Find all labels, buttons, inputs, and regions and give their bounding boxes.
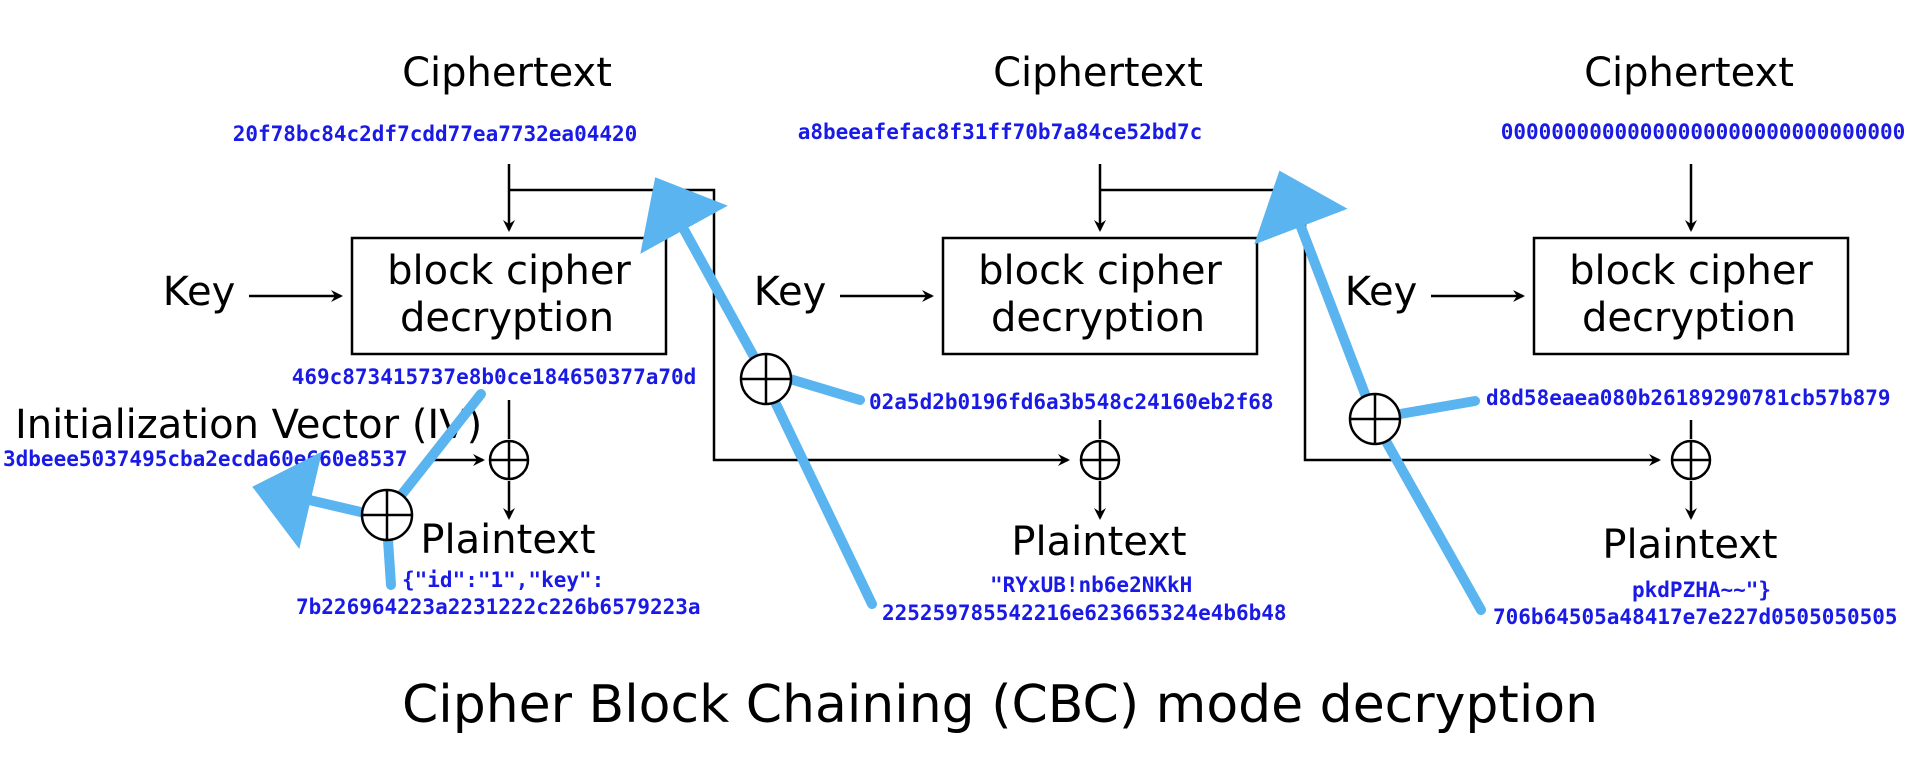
diagram-title: Cipher Block Chaining (CBC) mode decrypt…	[402, 675, 1598, 735]
iv-hex: 3dbeee5037495cba2ecda60e660e8537	[3, 447, 408, 471]
ciphertext-hex-3: 00000000000000000000000000000000	[1501, 120, 1906, 144]
plaintext-hex-3: 706b64505a48417e7e227d0505050505	[1493, 605, 1898, 629]
block-cipher-label-3: block cipher	[978, 248, 1222, 294]
blue-arrow-decrypted-1	[383, 389, 486, 517]
decrypted-hex-1: 469c873415737e8b0ce184650377a70d	[292, 365, 697, 389]
blue-arrow-to-ciphertext-1	[640, 177, 758, 360]
block-cipher-label-5: block cipher	[1569, 248, 1813, 294]
block-cipher-label-1: block cipher	[387, 248, 631, 294]
chain-wire-2	[1100, 188, 1661, 466]
ciphertext-label-1: Ciphertext	[402, 50, 612, 96]
iv-label: Initialization Vector (IV)	[15, 402, 482, 448]
block-cipher-label-4: decryption	[991, 295, 1205, 341]
blue-arrow-to-iv	[252, 451, 370, 550]
blue-arrow-decrypted-3	[1395, 396, 1480, 419]
chain-wire-1	[509, 188, 1070, 466]
ciphertext-label-2: Ciphertext	[993, 50, 1203, 96]
plaintext-label-3: Plaintext	[1602, 522, 1777, 568]
block-cipher-box-3	[1532, 236, 1850, 356]
key-label-3: Key	[1345, 269, 1418, 315]
block-3: Ciphertext 00000000000000000000000000000…	[1345, 50, 1906, 629]
ciphertext-hex-1: 20f78bc84c2df7cdd77ea7732ea04420	[233, 122, 638, 146]
plaintext-hex-2: 225259785542216e623665324e4b6b48	[882, 601, 1287, 625]
block-cipher-box-1	[350, 236, 668, 356]
key-label-1: Key	[163, 269, 236, 315]
plaintext-text-3: pkdPZHA~~"}	[1632, 578, 1771, 602]
key-label-2: Key	[754, 269, 827, 315]
blue-arrow-decrypted-2	[785, 374, 865, 405]
decrypted-hex-3: d8d58eaea080b26189290781cb57b879	[1486, 386, 1891, 410]
ciphertext-hex-2: a8beeafefac8f31ff70b7a84ce52bd7c	[798, 120, 1203, 144]
block-2: Ciphertext a8beeafefac8f31ff70b7a84ce52b…	[754, 50, 1661, 625]
plaintext-text-2: "RYxUB!nb6e2NKkH	[990, 573, 1192, 597]
block-cipher-label-2: decryption	[400, 295, 614, 341]
blue-arrow-plaintext-3	[1382, 438, 1486, 615]
blue-arrow-plaintext-1	[383, 535, 396, 590]
block-cipher-box-2	[941, 236, 1259, 356]
blue-annotation-arrows	[252, 170, 1486, 615]
decrypted-hex-2: 02a5d2b0196fd6a3b548c24160eb2f68	[869, 390, 1274, 414]
plaintext-text-1: {"id":"1","key":	[402, 568, 604, 592]
block-cipher-label-6: decryption	[1582, 295, 1796, 341]
blue-arrow-plaintext-2	[771, 399, 877, 609]
ciphertext-label-3: Ciphertext	[1584, 50, 1794, 96]
plaintext-label-2: Plaintext	[1011, 519, 1186, 565]
plaintext-label-1: Plaintext	[420, 517, 595, 563]
blue-arrow-to-ciphertext-2	[1254, 170, 1370, 399]
plaintext-hex-1: 7b226964223a2231222c226b6579223a	[296, 595, 701, 619]
block-1: Ciphertext 20f78bc84c2df7cdd77ea7732ea04…	[3, 50, 1070, 619]
